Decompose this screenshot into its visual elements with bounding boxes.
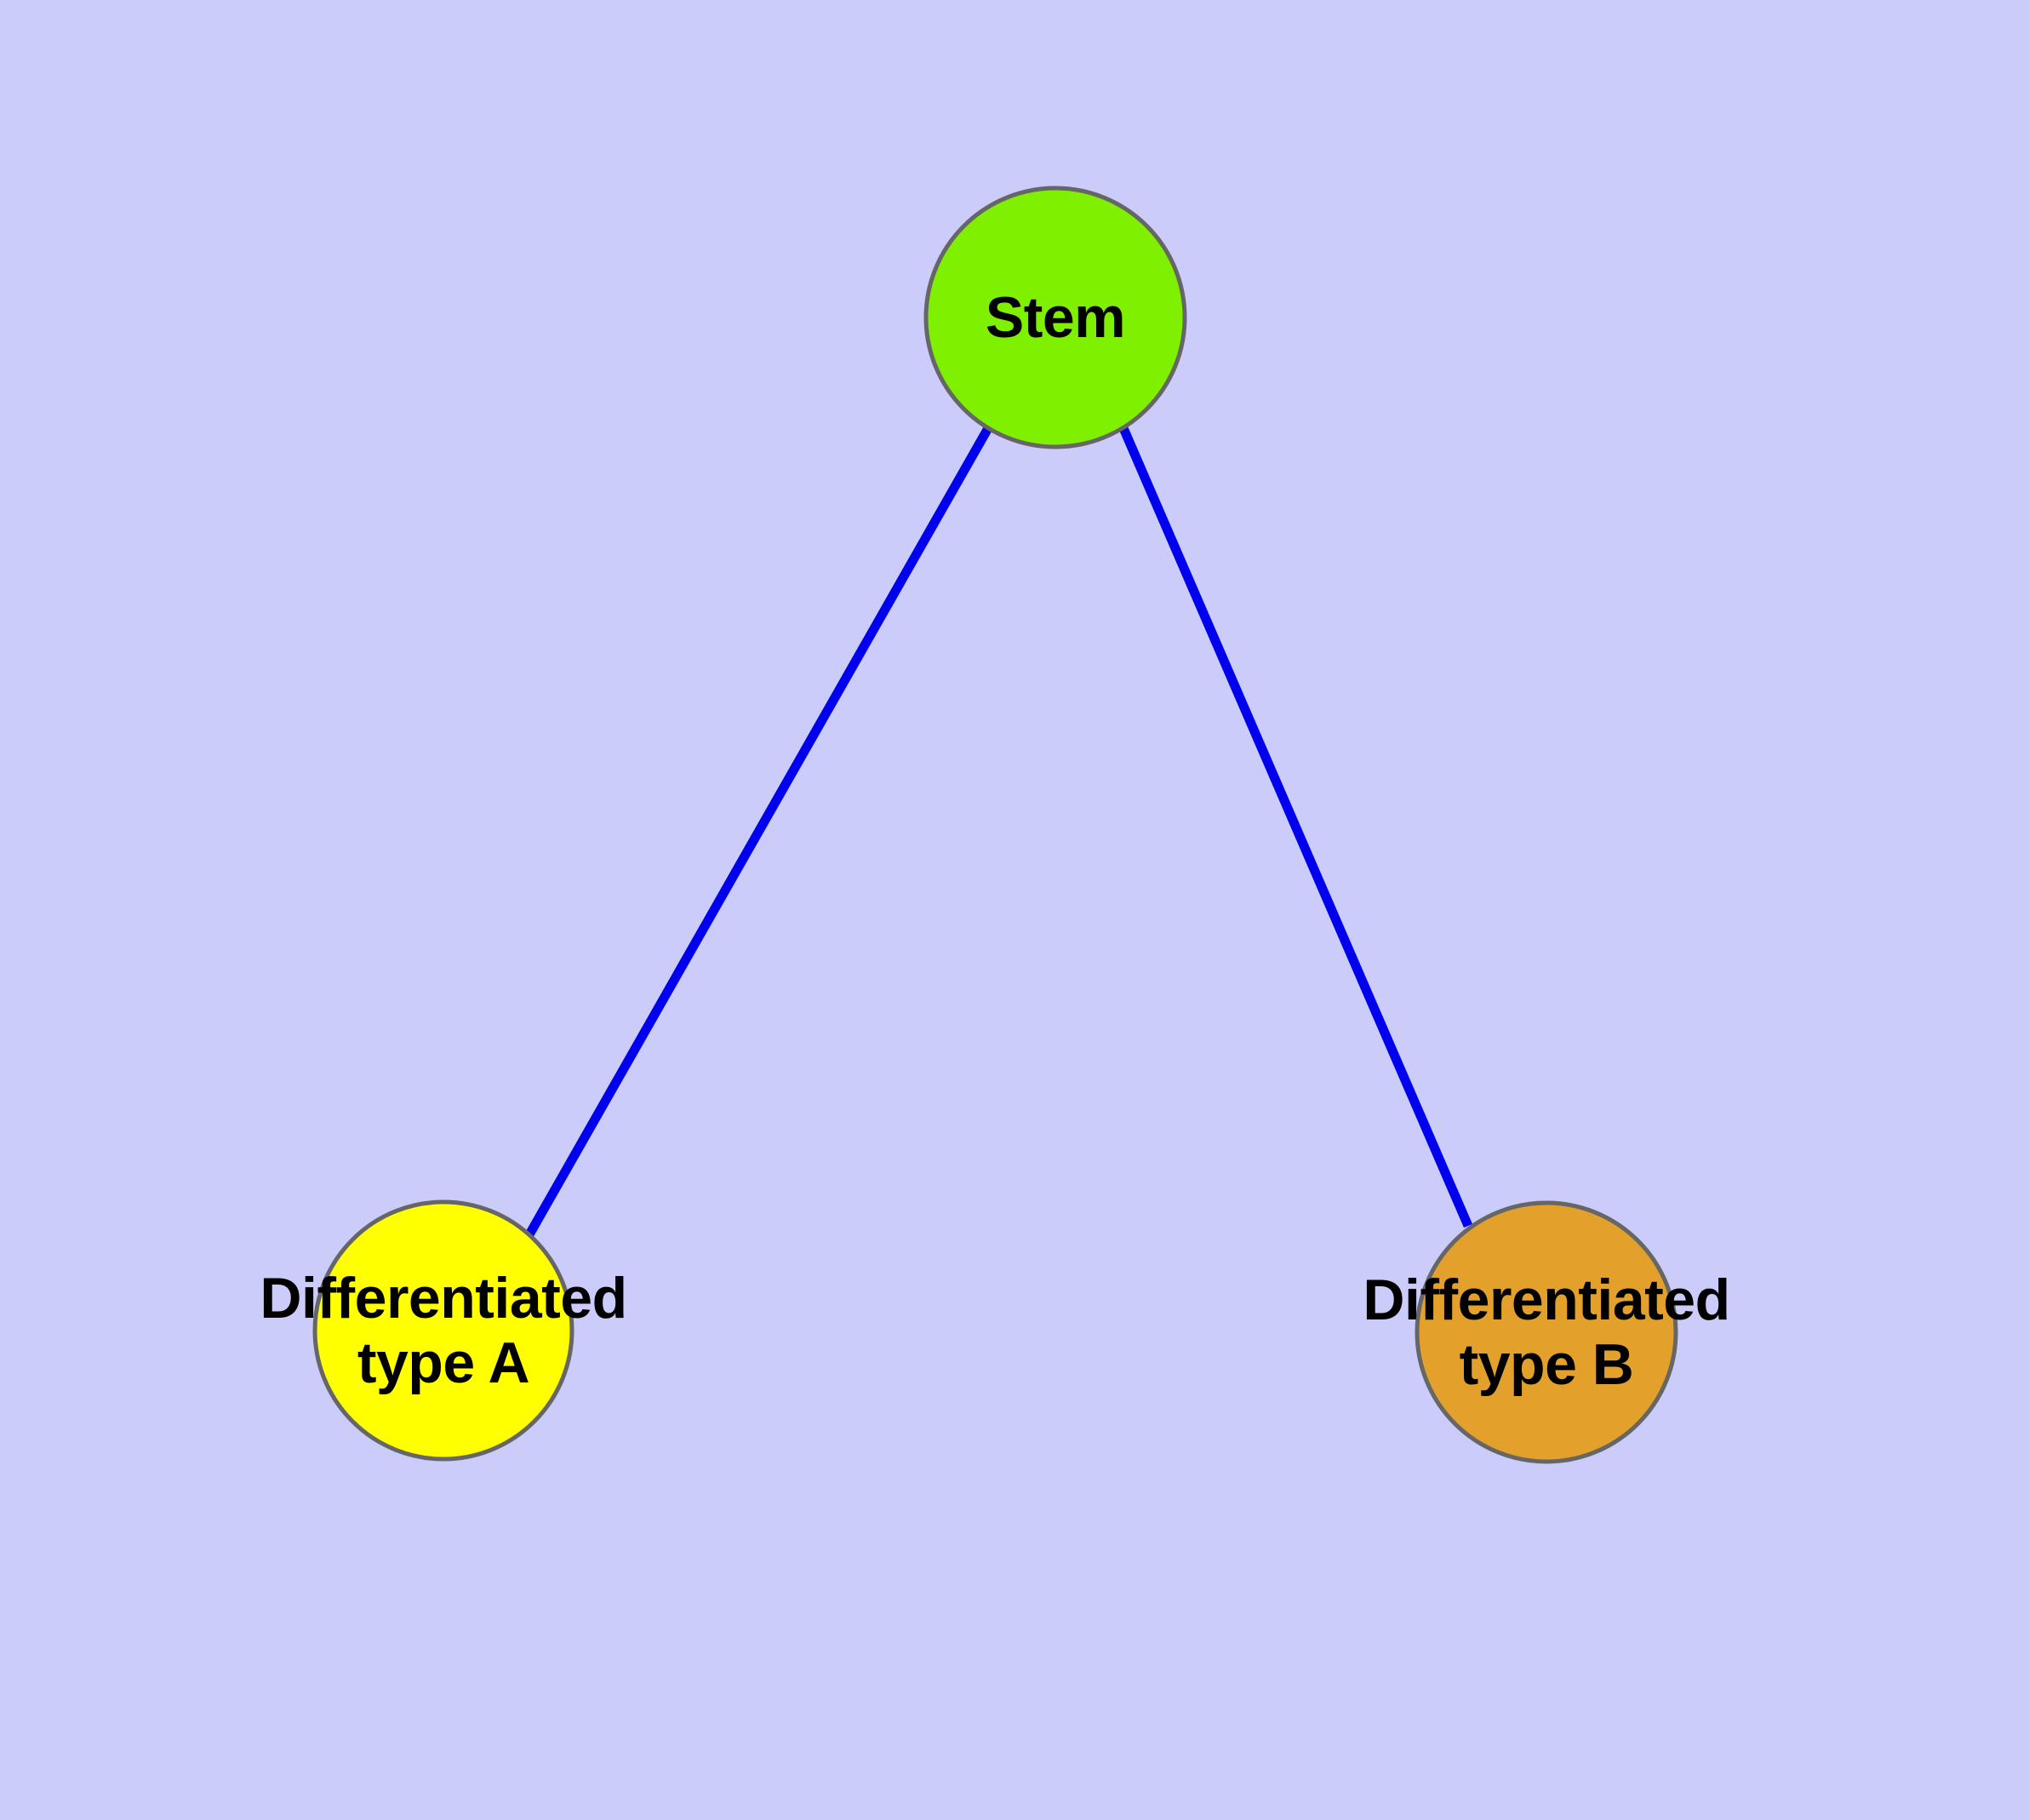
graph-node-stem[interactable]	[923, 186, 1187, 449]
graph-node-diff-a[interactable]	[312, 1199, 574, 1462]
node-layer	[312, 186, 1678, 1464]
edge-layer	[524, 426, 1473, 1239]
graph-edge-stem-to-diff-a	[524, 426, 992, 1239]
graph-edge-stem-to-diff-b	[1118, 426, 1473, 1228]
graph-node-diff-b[interactable]	[1415, 1200, 1678, 1464]
